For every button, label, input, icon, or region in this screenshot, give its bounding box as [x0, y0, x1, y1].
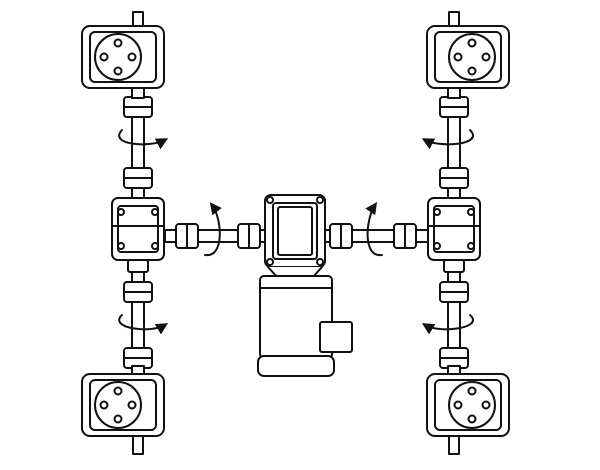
rotation-arrow-right-lower: [421, 314, 474, 335]
coupling-cross-left-1: [175, 223, 199, 249]
coupling-right-upper-1: [439, 96, 469, 118]
rotation-arrow-left-upper: [118, 129, 169, 150]
coupling-cross-right-2: [393, 223, 417, 249]
bevel-gearbox-left: [111, 197, 165, 273]
coupling-right-lower-1: [439, 281, 469, 303]
rotation-arrow-cross-right: [365, 202, 383, 257]
coupling-left-upper-2: [123, 167, 153, 189]
rotation-arrow-left-lower: [118, 314, 169, 335]
coupling-right-upper-2: [439, 167, 469, 189]
central-gearbox: [264, 194, 326, 279]
rotation-arrow-right-upper: [421, 129, 474, 150]
rotation-arrow-cross-left: [204, 202, 222, 257]
jack-unit-bottom-right: [426, 365, 510, 455]
motor: [257, 275, 353, 377]
coupling-cross-left-2: [237, 223, 261, 249]
jack-unit-top-left: [81, 11, 165, 99]
coupling-left-lower-1: [123, 281, 153, 303]
bevel-gearbox-right: [427, 197, 481, 273]
coupling-left-upper-1: [123, 96, 153, 118]
jack-unit-top-right: [426, 11, 510, 99]
coupling-cross-right-1: [329, 223, 353, 249]
jack-unit-bottom-left: [81, 365, 165, 455]
